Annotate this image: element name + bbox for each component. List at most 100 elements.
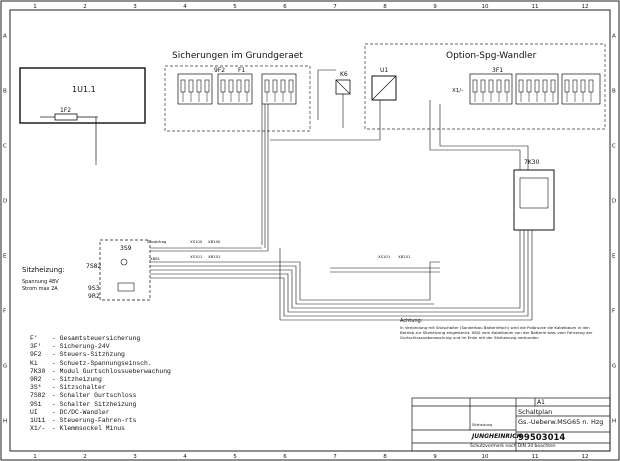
fuse-symbol [496,79,502,93]
row-letter-right: D [612,199,616,205]
legend-description: DC/DC-Wandler [59,408,110,416]
row-letter-right: B [612,89,616,95]
legend-description: Schuetz-Spannungseinsch. [59,359,152,367]
wandler-fuses [472,79,594,102]
column-number-top: 1 [33,4,37,10]
f2-label: 1F2 [60,107,71,114]
legend-code: 7K30 [30,367,46,375]
column-number-bottom: 1 [33,454,37,460]
svg-text:XB101: XB101 [398,254,411,259]
s3-label: 9S3 [88,285,100,292]
fuse-symbol [236,79,242,93]
svg-text:Sitzabfrag: Sitzabfrag [147,239,167,244]
s9-contact [120,258,128,266]
inner-frame [9,9,611,452]
note-text: In Verbindung mit Sitzschalter (Sonderba… [400,325,593,340]
fuse-symbol [180,79,186,93]
column-number-top: 4 [183,4,187,10]
legend-item: 9F2- Steuers-Sitzhzung [30,351,125,359]
svg-text:XB100: XB100 [208,239,221,244]
legend-code: 3S* [30,384,42,392]
row-letter-left: A [3,34,7,40]
description-line2: Hzg [591,418,604,426]
column-number-top: 6 [283,4,287,10]
connector-labels: XS100 XB100 XS101 XB101 XS101 XB101 Sitz… [147,239,411,261]
u1-converter [371,75,397,101]
section-title-grundgeraet: Sicherungen im Grundgeraet [172,51,303,61]
column-number-top: 9 [433,4,437,10]
heating-voltage: Spannung 48V [22,279,59,285]
legend-description: Klemmsockel Minus [59,425,125,433]
svg-text:XB61: XB61 [150,256,161,261]
legend-code: 9R2 [30,376,42,383]
legend-item: 3S*- Sitzschalter [30,384,106,392]
section-title-wandler: Option-Spg-Wandler [446,51,537,61]
legend-item: 9S1- Schalter Sitzheizung [30,400,137,408]
fuse-symbol [472,79,478,93]
fuse-symbol [542,79,548,93]
legend-code: UI [30,408,38,416]
r2-heater [117,282,135,292]
note-title: Achtung: [400,318,423,324]
row-letter-left: F [3,309,6,315]
k30-module [513,169,555,231]
grundgeraet-fuses [180,79,294,102]
row-letter-right: C [612,144,616,150]
legend-item: 3F'- Sicherung-24V [30,343,110,351]
column-number-top: 12 [582,4,589,10]
column-number-top: 8 [383,4,387,10]
row-letter-right: F [612,309,615,315]
fuse-symbol [518,79,524,93]
footer-note: Schutzvermerk nach DIN 34 beachten [470,444,556,449]
column-number-bottom: 7 [333,454,337,460]
legend-description: Sicherung-24V [59,343,110,351]
legend-description: Gesamtsteuersicherung [59,335,141,342]
legend-code: 1U11 [30,417,46,424]
grundgeraet-dashed-box [164,65,311,132]
f9-2-label: 9F2 [214,67,225,74]
x2-label: X1/- [452,88,463,94]
legend-description: Modul Gurtschlossueberwachung [59,367,171,375]
f2-fuse [54,113,78,121]
svg-text:XS101: XS101 [190,254,203,259]
legend-item: 7S82- Schalter Gurtschloss [30,392,137,400]
fuse-symbol [526,79,532,93]
row-letter-left: C [3,144,7,150]
sheet-label: A1 [537,399,545,406]
k30-label: 7K30 [524,159,540,166]
column-number-top: 3 [133,4,137,10]
wandler-dashed-box [364,43,606,130]
wandler-fuse-group [469,73,601,105]
column-number-bottom: 2 [83,454,87,460]
seat-switch-box [99,239,151,301]
row-letter-left: D [3,199,7,205]
fuse-symbol [550,79,556,93]
u11-box [19,67,146,124]
fuse-symbol [220,79,226,93]
legend-code: X1/- [30,425,46,433]
svg-text:XS101: XS101 [378,254,391,259]
f1-label: F1 [238,67,245,74]
fuse-symbol [588,79,594,93]
legend-code: 9F2 [30,351,42,359]
column-number-top: 7 [333,4,337,10]
column-number-top: 10 [482,4,489,10]
row-letter-left: G [3,364,7,370]
u1-label: U1 [380,67,388,74]
legend-description: Sitzschalter [59,384,106,392]
s7-label: 7S82 [86,263,101,270]
company-logo: JUNGHEINRICH [472,433,522,440]
fuse-symbol [488,79,494,93]
svg-text:XS100: XS100 [190,239,203,244]
k6-label: K6 [340,71,348,78]
doc-type: Schaltplan [518,408,553,416]
title-block-frame [411,397,611,452]
fuse-symbol [264,79,270,93]
legend-code: Ki [30,359,38,367]
fuse-symbol [228,79,234,93]
fuse-symbol [580,79,586,93]
row-letter-right: E [612,254,616,260]
